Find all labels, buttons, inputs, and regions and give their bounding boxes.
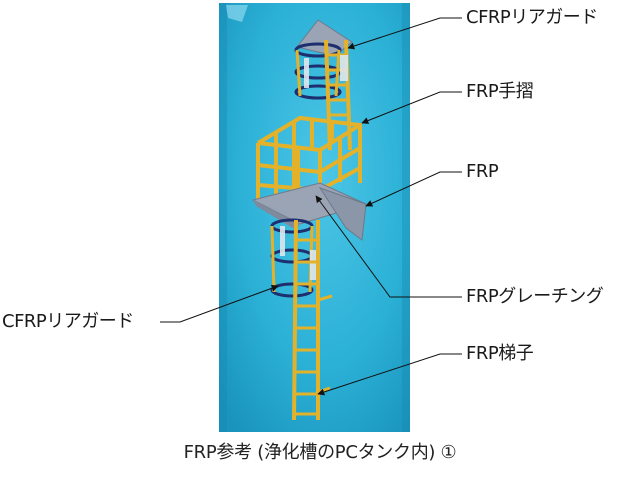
frp-ladder-lower (292, 219, 320, 421)
label-frp-ladder: FRP梯子 (466, 343, 534, 364)
leader-lines (160, 17, 462, 396)
figure-caption: FRP参考 (浄化槽のPCタンク内) ① (183, 442, 457, 463)
label-frp-grating: FRPグレーチング (466, 286, 604, 307)
label-cfrp-guard-top: CFRPリアガード (466, 7, 598, 28)
frp-bracket (318, 187, 367, 241)
label-frp: FRP (466, 161, 499, 182)
label-frp-handrail: FRP手摺 (466, 81, 534, 102)
label-cfrp-guard-left: CFRPリアガード (2, 311, 134, 332)
